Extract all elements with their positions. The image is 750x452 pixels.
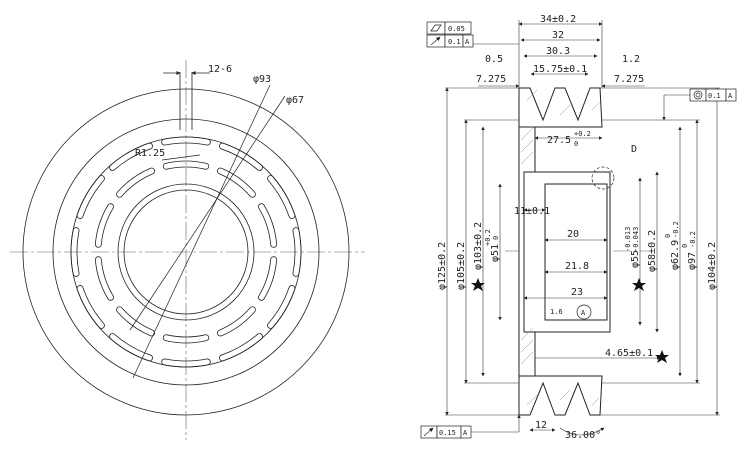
gdt-frame-right [689, 88, 737, 102]
dim-radius: R1.25 [135, 148, 165, 159]
dim-51-tol-hi: +0.2 [484, 229, 492, 246]
slot [161, 136, 211, 146]
star-icon [655, 350, 669, 363]
dim-offset-1-2: 1.2 [622, 54, 640, 65]
pulley-face-circle [52, 118, 320, 386]
slot [219, 142, 263, 171]
front-view [10, 60, 365, 440]
dim-keyway-width: 12-6 [208, 64, 232, 75]
bore-circle [123, 189, 249, 315]
dim-diameter-104: φ104±0.2 [707, 242, 718, 290]
slot [94, 203, 114, 248]
critical-markers [471, 278, 669, 363]
slot [258, 256, 278, 301]
slot [76, 175, 105, 219]
section-view [505, 87, 650, 416]
dim-12: 12 [535, 420, 547, 431]
slot-pattern [70, 136, 302, 368]
slot [162, 160, 210, 170]
dim-inner-tol-hi: +0.2 [574, 130, 591, 138]
dim-bore-20: 20 [567, 229, 579, 240]
dim-width-32: 32 [552, 30, 564, 41]
datum-label: A [581, 309, 586, 317]
dim-bore-21-8: 21.8 [565, 261, 589, 272]
dim-diameter-62-9: φ62.9 [670, 240, 681, 270]
gdt-top-value-1: 0.05 [448, 25, 465, 33]
slot [70, 227, 80, 277]
dim-55-tol-hi: -0.013 [624, 227, 632, 252]
roughness-1-6: 1.6 [550, 308, 563, 316]
dim-groove-angle: 36.00° [565, 430, 601, 441]
slot [116, 167, 155, 198]
slot [76, 285, 105, 329]
dim-offset-0-5: 0.5 [485, 54, 503, 65]
slot [162, 334, 210, 344]
star-icon [632, 278, 646, 291]
front-view-labels: 12-6 φ93 φ67 R1.25 [135, 64, 304, 159]
dim-hub-23: 23 [571, 287, 583, 298]
dim-diameter-58: φ58±0.2 [647, 230, 658, 272]
gdt-frame-bottom [420, 425, 472, 439]
star-icon [471, 278, 485, 291]
slot [267, 285, 296, 329]
slot [217, 306, 256, 337]
gdt-right-value: 0.1 [708, 92, 721, 100]
dim-62-9-tol-hi: 0 [664, 234, 672, 238]
dim-diameter-55: φ55 [630, 250, 641, 268]
dim-right-edge: 7.275 [614, 74, 644, 85]
dim-diameter-51: φ51 [490, 244, 501, 262]
gdt-right-datum: A [728, 92, 733, 100]
section-dim-lines [445, 20, 720, 436]
dim-hub-offset: 11±0.1 [514, 206, 550, 217]
gdt-bottom-value: 0.15 [439, 429, 456, 437]
gdt-top-value-2: 0.1 [448, 38, 461, 46]
dim-51-tol-lo: 0 [492, 236, 500, 240]
dim-inner-tol-lo: 0 [574, 140, 578, 148]
section-labels: 34±0.2 32 30.3 0.5 15.75±0.1 1.2 7.275 7… [437, 14, 733, 441]
slot [109, 333, 153, 362]
hub-outer-circle [117, 183, 255, 321]
dim-inner-27-5: 27.5 [547, 135, 571, 146]
dim-width-30-3: 30.3 [546, 46, 570, 57]
dim-diameter-125: φ125±0.2 [437, 242, 448, 290]
dim-left-edge: 7.275 [476, 74, 506, 85]
dim-diameter-103: φ103±0.2 [473, 222, 484, 270]
slot [267, 175, 296, 219]
dim-diameter-105: φ105±0.2 [456, 242, 467, 290]
dim-97-tol-lo: -0.2 [689, 231, 697, 248]
slot [217, 167, 256, 198]
slot [161, 358, 211, 368]
gdt-bottom-datum: A [463, 429, 468, 437]
detail-label-d: D [631, 144, 637, 155]
dim-97-tol-hi: 0 [681, 244, 689, 248]
gdt-top-datum: A [465, 38, 470, 46]
outer-rim-circle [22, 88, 350, 416]
dim-55-tol-lo: -0.043 [632, 227, 640, 252]
dim-diameter-93: φ93 [253, 74, 271, 85]
dim-62-9-tol-lo: -0.2 [672, 221, 680, 238]
dim-diameter-97: φ97 [687, 252, 698, 270]
dim-overall-width: 34±0.2 [540, 14, 576, 25]
slot [109, 142, 153, 171]
gdt-frame-top [426, 21, 474, 48]
dim-4-65: 4.65±0.1 [605, 348, 653, 359]
slot [219, 333, 263, 362]
slot [94, 256, 114, 301]
slot [258, 203, 278, 248]
slot [292, 227, 302, 277]
dim-diameter-67: φ67 [286, 95, 304, 106]
dim-groove-pitch: 15.75±0.1 [533, 64, 587, 75]
